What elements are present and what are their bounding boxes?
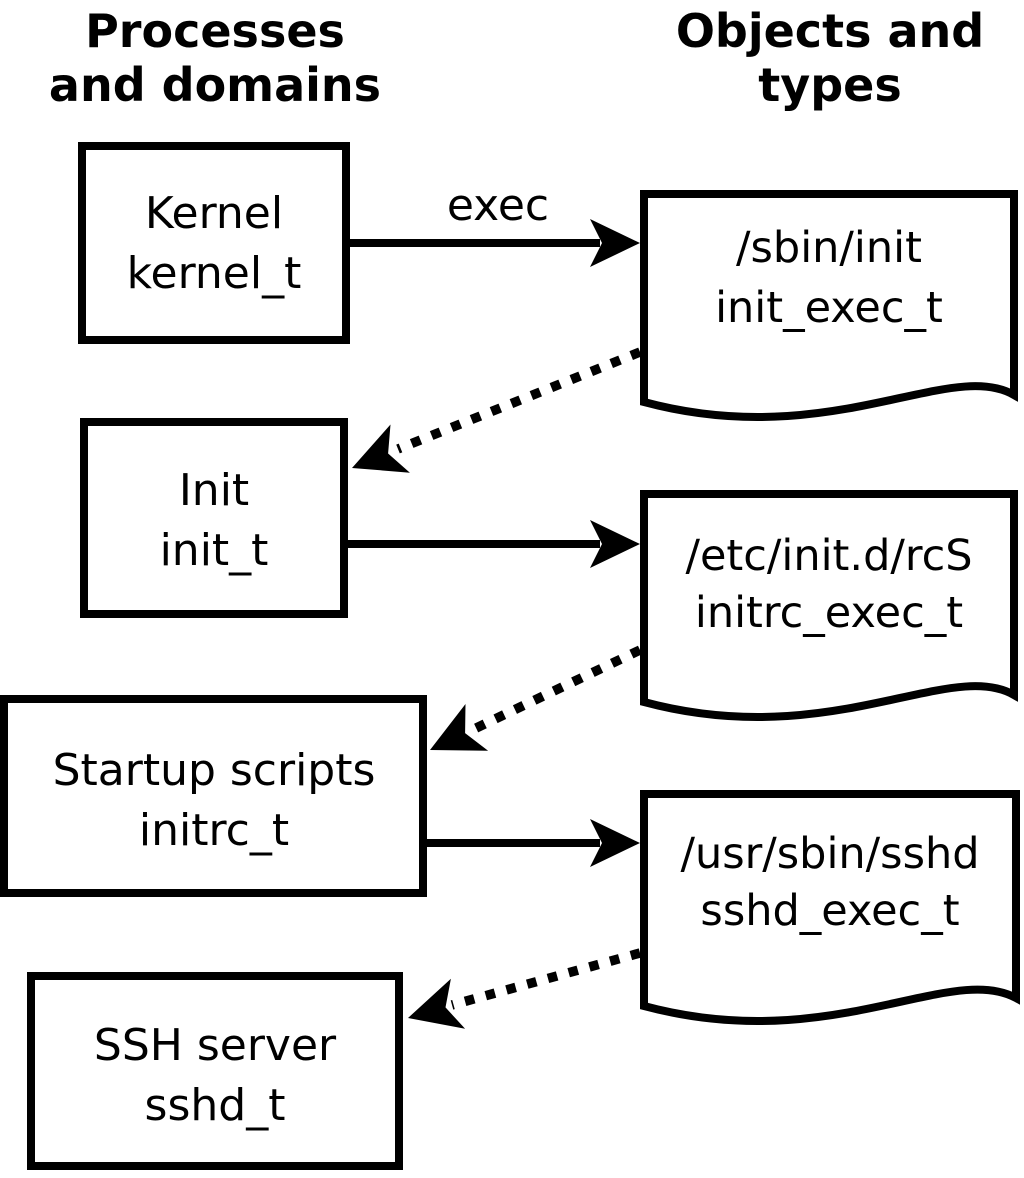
dotted-arrow-transition-initrc-line (469, 645, 643, 735)
process-ssh-server-type: sshd_t (145, 1080, 286, 1131)
exec-edge-label: exec (447, 180, 549, 231)
process-init-type: init_t (160, 525, 269, 576)
process-init-name: Init (179, 465, 249, 516)
right-column-header-line2: types (758, 58, 901, 112)
process-box-kernel (78, 142, 350, 344)
solid-arrow-initrc-exec-head (590, 819, 640, 867)
object-usr-sbin-sshd-path: /usr/sbin/sshd (680, 829, 979, 879)
object-document-etc-initd-rcs (640, 490, 1018, 721)
process-kernel-name: Kernel (145, 188, 283, 239)
object-etc-initd-rcs-path: /etc/init.d/rcS (685, 531, 972, 581)
process-startup-scripts-name: Startup scripts (53, 745, 376, 796)
object-document-sbin-init (640, 190, 1018, 421)
process-box-startup-scripts (0, 695, 427, 897)
right-column-header-line1: Objects and (676, 4, 984, 58)
object-document-usr-sbin-sshd (640, 790, 1020, 1025)
process-startup-scripts-type: initrc_t (139, 805, 289, 856)
left-column-header-line2: and domains (49, 58, 381, 112)
object-usr-sbin-sshd-type: sshd_exec_t (700, 886, 959, 936)
dotted-arrow-transition-initrc-head (430, 704, 489, 751)
dotted-arrow-transition-init-head (352, 424, 410, 473)
left-column-header-line1: Processes (85, 4, 345, 58)
dotted-arrow-transition-sshd-head (408, 978, 466, 1029)
object-etc-initd-rcs-type: initrc_exec_t (695, 588, 963, 638)
dotted-arrow-transition-init-line (396, 347, 642, 454)
solid-arrow-kernel-exec-head (590, 219, 640, 267)
process-ssh-server-name: SSH server (94, 1020, 337, 1071)
object-sbin-init-path: /sbin/init (736, 223, 922, 273)
process-box-init (80, 418, 348, 618)
process-box-ssh-server (27, 972, 403, 1170)
process-kernel-type: kernel_t (127, 248, 302, 299)
solid-arrow-init-exec-head (590, 520, 640, 568)
dotted-arrow-transition-sshd-line (450, 948, 642, 1010)
object-sbin-init-type: init_exec_t (715, 283, 943, 333)
